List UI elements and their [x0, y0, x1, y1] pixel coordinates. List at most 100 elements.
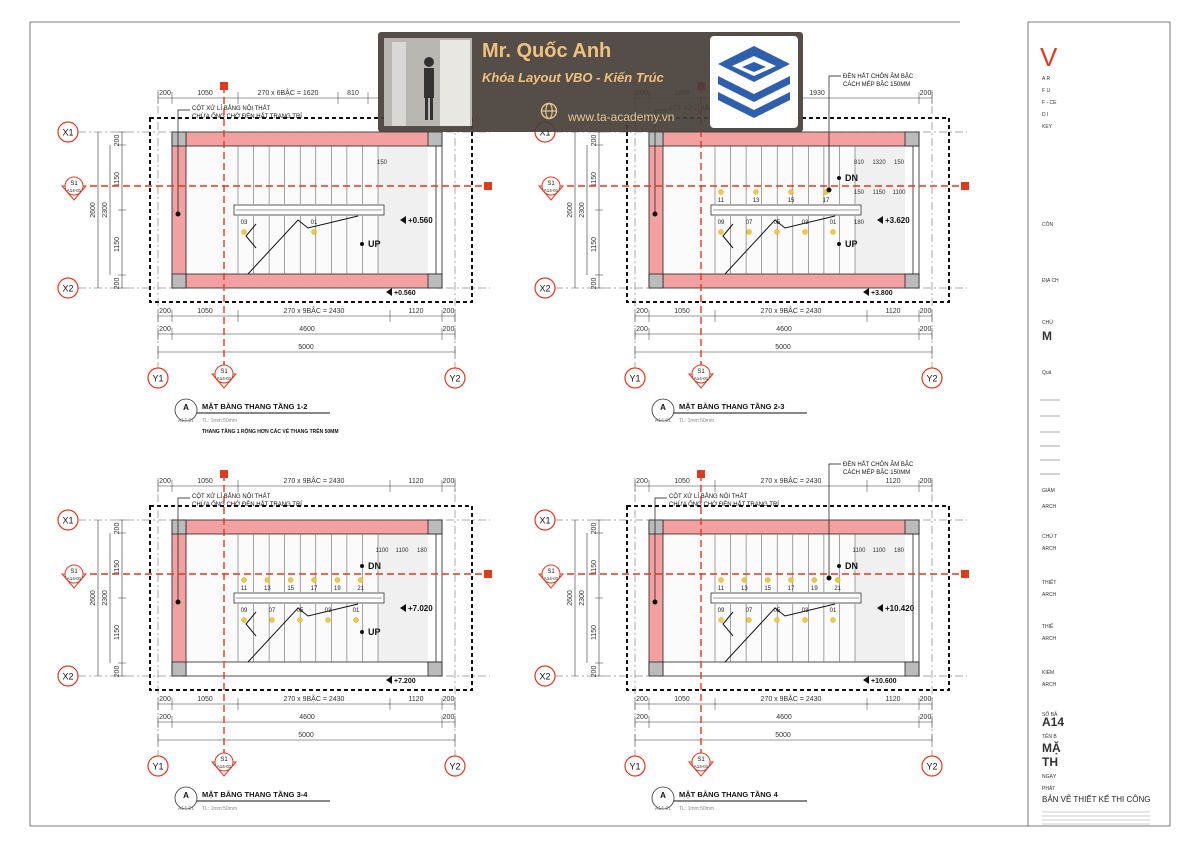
dashed-footprint — [626, 505, 950, 691]
dn-dot — [837, 176, 841, 180]
banner-website[interactable]: www.ta-academy.vn — [568, 110, 675, 124]
titleblock-label: F U — [1042, 88, 1050, 94]
titleblock-label: MẶ — [1042, 740, 1061, 755]
titleblock-label: TH — [1042, 755, 1058, 769]
dim-text-bottom: 200 — [159, 326, 171, 333]
step-number: 05 — [297, 608, 304, 614]
title-bubble — [651, 398, 675, 422]
grid-bubble — [534, 509, 556, 531]
up-dot — [360, 630, 364, 634]
up-label: UP — [845, 239, 858, 249]
level-marker — [386, 288, 392, 296]
note-text-right: ĐÈN HẮT CHÔN ÂM BẬC — [843, 460, 914, 468]
dim-text-left: 2300 — [579, 590, 586, 606]
dim-text-left: 200 — [591, 278, 598, 290]
step-number: 13 — [753, 198, 760, 204]
step-number: 01 — [830, 608, 837, 614]
grid-label: Y1 — [152, 374, 163, 384]
grid-bubble — [624, 755, 646, 777]
titleblock-label: F - CE — [1042, 100, 1057, 106]
step-number: 11 — [718, 586, 725, 592]
dim-text-left: 1150 — [114, 172, 121, 187]
titleblock-label: CÔN — [1042, 221, 1054, 228]
grid-bubble — [444, 755, 466, 777]
wall-left — [171, 519, 187, 677]
dn-label: DN — [845, 561, 858, 571]
section-tag-bottom-circle — [691, 364, 711, 384]
step-light — [788, 189, 794, 195]
up-label: UP — [368, 627, 381, 637]
stair-break-line — [247, 215, 359, 275]
window-right — [435, 533, 443, 663]
step-number: 07 — [746, 220, 753, 226]
section-tag-ref: A14-01 — [694, 764, 709, 769]
dim-text-top: 1050 — [197, 478, 213, 485]
grid-label: X1 — [62, 516, 73, 526]
dim-text-top: 200 — [443, 478, 455, 485]
dn-dot — [837, 564, 841, 568]
step-light — [802, 617, 808, 623]
step-number: 07 — [269, 608, 276, 614]
section-tag-text: S1 — [697, 369, 705, 375]
dim-text-detail: 1100 — [396, 548, 410, 554]
step-number: 01 — [353, 608, 360, 614]
dashed-footprint — [149, 117, 473, 303]
wall-top — [648, 519, 920, 535]
title-ref: A14-01 — [178, 806, 194, 812]
step-number: 03 — [325, 608, 332, 614]
dim-text-bottom: 4600 — [776, 714, 792, 721]
direction-chevron — [722, 611, 734, 637]
landing-area — [378, 146, 428, 274]
section-tag-left-circle — [64, 176, 84, 196]
level-label: +10.600 — [871, 678, 897, 685]
step-number: 03 — [802, 608, 809, 614]
step-number: 01 — [830, 220, 837, 226]
window-right — [912, 145, 920, 275]
dim-text-bottom: 4600 — [299, 326, 315, 333]
banner-course: Khóa Layout VBO - Kiến Trúc — [482, 70, 664, 85]
step-light — [741, 577, 748, 583]
note-text-left: CỘT XỬ LÍ BẰNG NỘI THẤT — [192, 104, 271, 112]
section-tag-bottom-circle — [214, 364, 234, 384]
section-tag-bottom-circle — [214, 752, 234, 772]
step-light — [746, 617, 752, 623]
section-tag-text: S1 — [70, 181, 78, 187]
note-text-left: CỘT XỬ LÍ BẰNG NỘI THẤT — [192, 492, 271, 500]
section-end-marker — [961, 570, 969, 578]
step-number: 19 — [334, 586, 341, 592]
note-dot — [826, 575, 832, 581]
dim-text-left: 1150 — [114, 625, 121, 640]
step-light — [357, 577, 364, 583]
section-tag-ref: A14-01 — [67, 188, 82, 193]
note-leader-left — [177, 497, 190, 602]
wall-top — [171, 131, 443, 147]
dn-label: DN — [845, 173, 858, 183]
titleblock-label: THIẾT — [1042, 579, 1056, 586]
dim-text-bottom: 200 — [920, 326, 932, 333]
dim-text-detail: 150 — [854, 190, 865, 196]
wall-bottom — [648, 661, 920, 677]
step-light — [311, 229, 317, 235]
step-light — [764, 577, 771, 583]
level-marker — [877, 216, 883, 224]
step-number: 03 — [241, 220, 248, 226]
dim-text-bottom: 200 — [636, 714, 648, 721]
title-bubble — [651, 786, 675, 810]
dim-text-bottom: 5000 — [298, 344, 314, 351]
grid-label: Y2 — [449, 762, 460, 772]
step-light — [718, 229, 724, 235]
dim-text-bottom: 200 — [443, 696, 455, 703]
column — [904, 519, 920, 535]
step-light — [325, 617, 331, 623]
plan-scale: TL: 1mm:50mm — [202, 418, 237, 424]
dim-text-top: 200 — [636, 478, 648, 485]
stair-break-line — [724, 603, 836, 663]
titleblock-label: CHỦ — [1042, 319, 1053, 326]
section-tag-ref: A14-01 — [217, 764, 232, 769]
grid-label: X2 — [62, 672, 73, 682]
title-ref: A14-01 — [655, 418, 671, 424]
plan-title: MẶT BẰNG THANG TẦNG 2-3 — [679, 401, 784, 411]
